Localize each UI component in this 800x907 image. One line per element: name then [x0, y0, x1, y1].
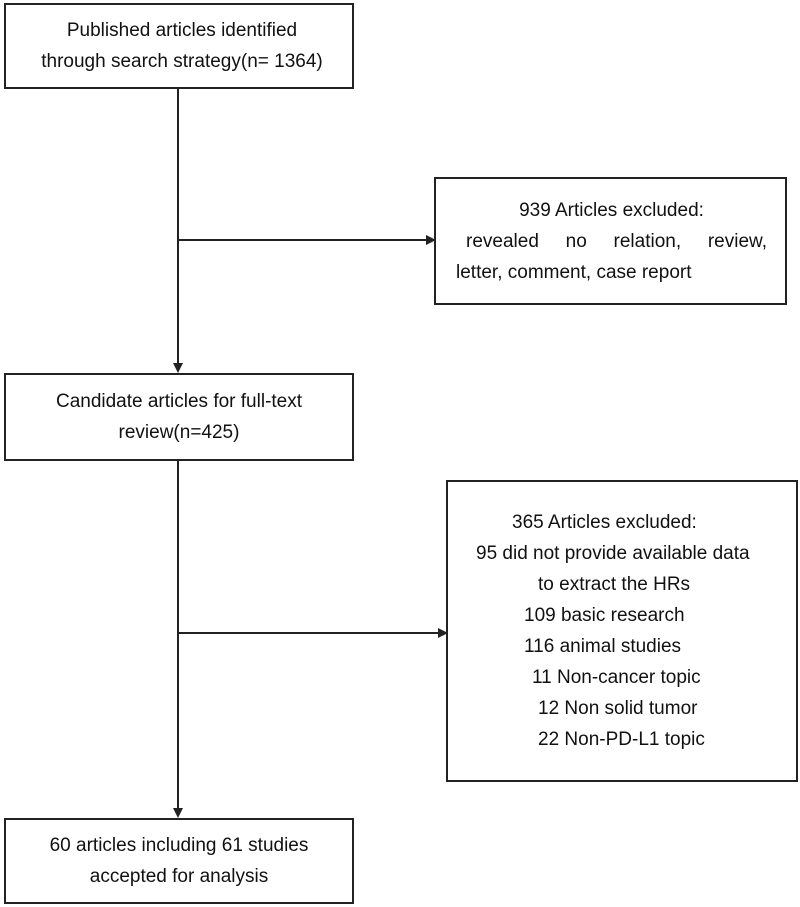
- identified-box: Published articles identified through se…: [4, 3, 354, 89]
- included-box: 60 articles including 61 studies accepte…: [4, 818, 354, 904]
- excluded-second-line-8: 22 Non-PD-L1 topic: [538, 729, 705, 750]
- excluded-second-line-2: 95 did not provide available data: [476, 543, 750, 564]
- excluded-second-line-7: 12 Non solid tumor: [538, 698, 698, 719]
- excluded-second-box: 365 Articles excluded: 95 did not provid…: [446, 480, 798, 782]
- excluded-second-line-6: 11 Non-cancer topic: [532, 667, 701, 688]
- excluded-first-line-1: 939 Articles excluded:: [519, 199, 704, 221]
- excluded-second-line-1: 365 Articles excluded:: [512, 512, 697, 533]
- included-line-2: accepted for analysis: [89, 866, 269, 887]
- excluded-second-line-4: 109 basic research: [524, 605, 685, 626]
- excluded-second-line-3: to extract the HRs: [538, 574, 691, 595]
- fulltext-line-2: review(n=425): [118, 422, 240, 443]
- identified-line-1: Published articles identified: [66, 20, 298, 41]
- fulltext-line-1: Candidate articles for full-text: [55, 391, 303, 412]
- fulltext-box: Candidate articles for full-text review(…: [4, 373, 354, 461]
- excluded-first-line-3: letter, comment, case report: [456, 261, 692, 283]
- identified-line-2: through search strategy(n= 1364): [41, 51, 323, 72]
- excluded-first-box: 939 Articles excluded: revealed no relat…: [434, 177, 787, 305]
- excluded-second-line-5: 116 animal studies: [524, 636, 682, 657]
- excluded-first-line-2: revealed no relation, review,: [466, 230, 767, 252]
- included-line-1: 60 articles including 61 studies: [49, 835, 309, 856]
